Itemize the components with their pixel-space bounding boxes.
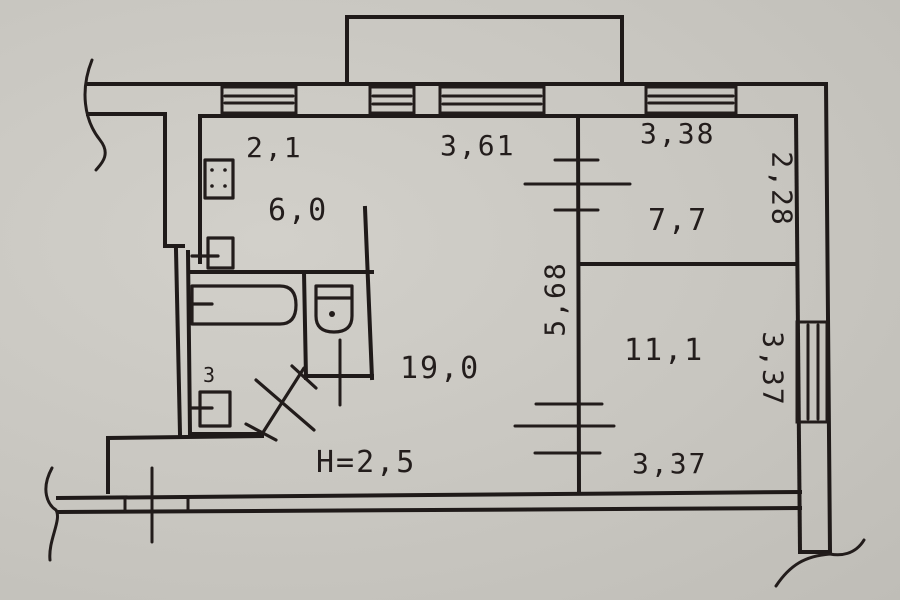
living-area-label: 19,0: [400, 351, 481, 386]
washbasin-icon: [188, 390, 232, 428]
ceiling-height-label: H=2,5: [316, 445, 417, 480]
interior-walls: [188, 113, 798, 495]
bedroom-depth-label: 3,37: [756, 331, 790, 407]
bath-fixture-number-label: 3: [203, 363, 218, 387]
stove-icon: [203, 158, 235, 200]
kitchen-area-label: 6,0: [268, 193, 329, 228]
kitchen-width-label: 2,1: [246, 131, 303, 164]
small-room-depth-label: 2,28: [765, 151, 799, 227]
small-room-area-label: 7,7: [648, 203, 709, 238]
living-length-label: 5,68: [538, 261, 572, 337]
bathtub-icon: [190, 284, 298, 326]
kitchen-sink-icon: [190, 236, 235, 270]
break-marks: [44, 58, 866, 588]
door-marks: [123, 158, 632, 544]
windows: [220, 85, 829, 424]
living-width-label: 3,61: [440, 129, 516, 162]
bedroom-width-label: 3,37: [632, 447, 708, 480]
small-room-width-label: 3,38: [640, 117, 716, 150]
bedroom-area-label: 11,1: [624, 333, 705, 368]
balcony: [345, 15, 624, 86]
fixtures: [188, 158, 354, 428]
toilet-icon: [314, 284, 354, 334]
